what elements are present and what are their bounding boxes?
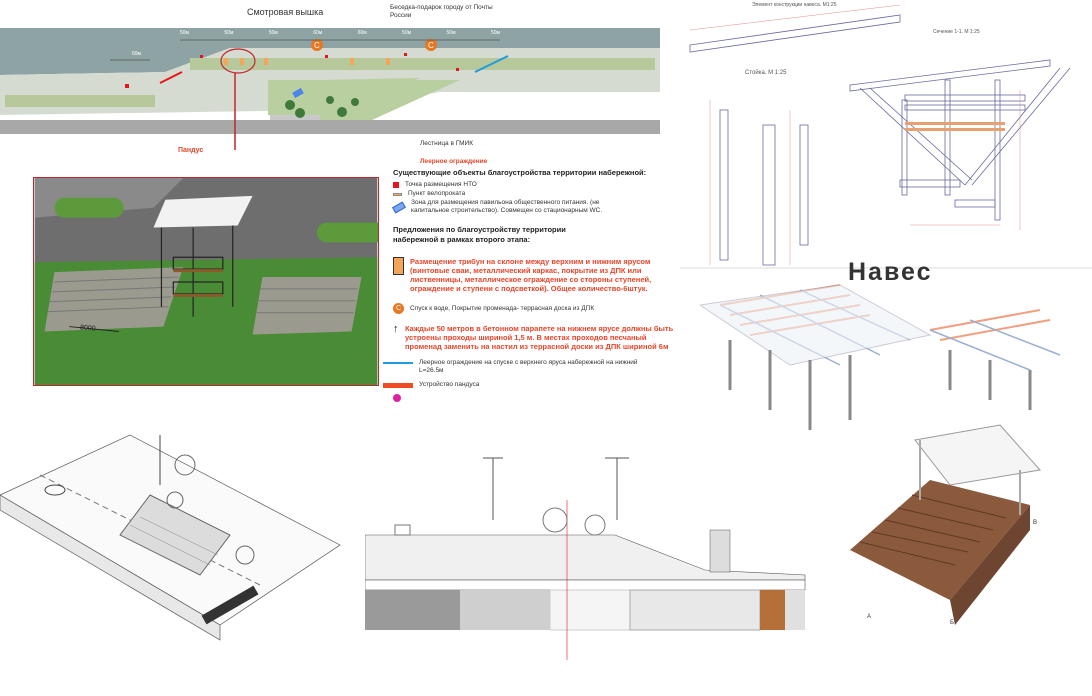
ramp-line-icon	[383, 382, 413, 388]
pavilion-zone-icon	[392, 200, 406, 214]
element-title: Элемент конструкции навеса. М1:25	[752, 2, 837, 8]
distance: 50м	[446, 30, 456, 36]
tower-label: Смотровая вышка	[247, 7, 324, 17]
ramp-label: Пандус	[178, 147, 204, 154]
distance: 50м	[180, 30, 189, 36]
distance: 50м	[224, 30, 234, 36]
bike-rental-icon	[393, 192, 402, 196]
descent-icon: С	[393, 303, 404, 314]
stands-icon	[393, 257, 404, 275]
railing-text: Леерное ограждение на спуске с верхнего …	[419, 359, 638, 374]
axis-a: А	[867, 614, 872, 620]
embankment-section	[365, 457, 806, 660]
post-title: Стойка. М 1:25	[745, 70, 787, 76]
legend-item: Точка размещения НТО	[405, 181, 477, 188]
distance: 60м	[357, 30, 367, 36]
distance: 50м	[268, 30, 278, 36]
passages-text: Каждые 50 метров в бетонном парапете на …	[405, 324, 674, 351]
section-title: Сечение 1-1. М 1:25	[933, 29, 980, 35]
legend-item: Зона для размещения павильона общественн…	[411, 199, 603, 214]
arrow-up-icon: ↑	[393, 323, 399, 335]
distance: 60м	[313, 30, 323, 36]
tower-render	[33, 177, 379, 386]
canopy-title: Навес	[848, 258, 933, 286]
canopy-technical-drawing	[680, 4, 1092, 269]
legend: Существующие объекты благоустройства тер…	[383, 168, 678, 402]
proposals-title: Предложения по благоустройству территори…	[393, 225, 566, 244]
descent-marker-2: С	[428, 41, 434, 50]
existing-title: Существующие объекты благоустройства тер…	[393, 168, 647, 177]
descent-marker-1: С	[314, 41, 320, 50]
render-dimension: 8000	[79, 324, 96, 333]
pink-marker-icon	[393, 394, 401, 402]
stairs-label: Лестница в ГМИК	[420, 140, 473, 147]
nto-point-icon	[393, 182, 399, 188]
embankment-plan: С С	[0, 28, 660, 150]
axis-b: Б	[950, 620, 954, 626]
distance: 50м	[402, 30, 412, 36]
descent-text: Спуск к воде, Покрытие променада- террас…	[410, 304, 595, 312]
railing-line-icon	[383, 362, 413, 364]
legend-item: Пункт велопроката	[408, 190, 466, 197]
distance-labels: 50м 50м 50м 60м 60м 50м 50м 50м	[180, 30, 500, 36]
canopy-3d-renders	[700, 284, 1061, 625]
distance: 60м	[132, 51, 141, 57]
embankment-axonometry	[0, 434, 341, 641]
stands-text: Размещение трибун на склоне между верхни…	[410, 257, 652, 293]
ramp-text: Устройство пандуса	[419, 381, 480, 388]
railing-label: Леерное ограждение	[420, 158, 488, 165]
axis-v: В	[1033, 520, 1038, 526]
gazebo-label: Беседка-подарок городу от Почты России	[390, 4, 493, 19]
distance: 50м	[490, 30, 500, 36]
